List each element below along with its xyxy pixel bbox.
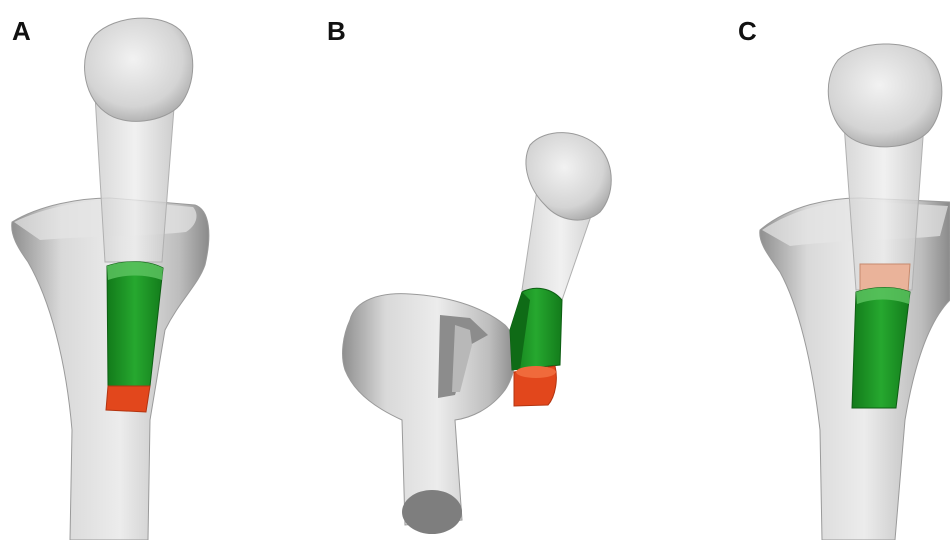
panel-label-c: C: [738, 16, 757, 47]
bone-head-c: [828, 44, 942, 147]
panel-c: [760, 44, 950, 540]
bone-distal-cut-b: [402, 490, 462, 534]
panel-b: [343, 133, 612, 534]
graft-red-top-b: [516, 366, 556, 378]
panel-a: [12, 18, 209, 540]
panel-label-a: A: [12, 16, 31, 47]
graft-red-a: [106, 386, 150, 412]
bone-head-a: [85, 18, 193, 121]
panel-label-b: B: [327, 16, 346, 47]
